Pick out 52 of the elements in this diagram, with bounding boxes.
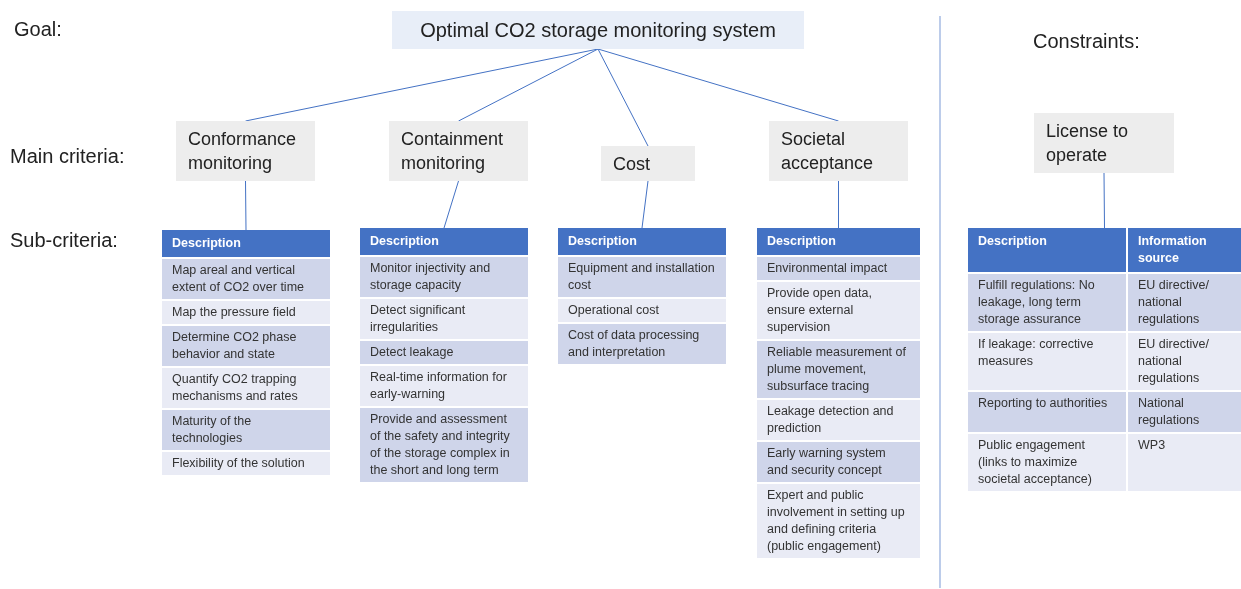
table-cell: Detect leakage <box>360 341 528 364</box>
table-cell: Public engagement (links to maximize societal acceptance) <box>968 434 1126 491</box>
header-cell: Description <box>757 228 920 255</box>
row-label: Constraints: <box>1033 30 1140 53</box>
table-cell: Maturity of the technologies <box>162 410 330 450</box>
table-cell: National regulations <box>1128 392 1241 432</box>
header-cell: Description <box>360 228 528 255</box>
connector-line <box>641 180 649 229</box>
header-cell: Information source <box>1128 228 1241 272</box>
table-cell: Early warning system and security concept <box>757 442 920 482</box>
criterion-box: Cost <box>601 146 695 181</box>
table-cell: Detect significant irregularities <box>360 299 528 339</box>
table-cell: Provide open data, ensure external supervision <box>757 282 920 339</box>
connector-line <box>597 48 649 147</box>
table-cell: Provide and assessment of the safety and integrity of the storage complex in the short and long term <box>360 408 528 482</box>
criterion-box: Containment monitoring <box>389 121 528 181</box>
row-label: Sub-criteria: <box>10 229 118 252</box>
table-cell: Cost of data processing and interpretation <box>558 324 726 364</box>
table-cell: EU directive/ national regulations <box>1128 274 1241 331</box>
table-cell: Determine CO2 phase behavior and state <box>162 326 330 366</box>
table-cell: If leakage: corrective measures <box>968 333 1126 390</box>
connector-line <box>443 180 459 229</box>
table-cell: Map areal and vertical extent of CO2 over time <box>162 259 330 299</box>
connector-line <box>245 180 247 231</box>
table-cell: WP3 <box>1128 434 1241 491</box>
connector-line <box>838 180 839 229</box>
table-cell: Map the pressure field <box>162 301 330 324</box>
connector-line <box>458 48 599 122</box>
table-cell: Flexibility of the solution <box>162 452 330 475</box>
table-cell: Reporting to authorities <box>968 392 1126 432</box>
goal-box: Optimal CO2 storage monitoring system <box>392 11 804 49</box>
connector-line <box>1103 172 1105 229</box>
table-cell: Real-time information for early-warning <box>360 366 528 406</box>
table-cell: Environmental impact <box>757 257 920 280</box>
table-cell: EU directive/ national regulations <box>1128 333 1241 390</box>
criterion-box: Societal acceptance <box>769 121 908 181</box>
table-cell: Fulfill regulations: No leakage, long term storage assurance <box>968 274 1126 331</box>
table-cell: Reliable measurement of plume movement, subsurface tracing <box>757 341 920 398</box>
row-label: Main criteria: <box>10 145 125 168</box>
row-label: Goal: <box>14 18 62 41</box>
table-cell: Operational cost <box>558 299 726 322</box>
table-cell: Monitor injectivity and storage capacity <box>360 257 528 297</box>
header-cell: Description <box>558 228 726 255</box>
connector-line <box>597 48 839 122</box>
table-cell: Equipment and installation cost <box>558 257 726 297</box>
header-cell: Description <box>162 230 330 257</box>
table-cell: Leakage detection and prediction <box>757 400 920 440</box>
criterion-box: Conformance monitoring <box>176 121 315 181</box>
table-cell: Expert and public involvement in setting up and defining criteria (public engagement) <box>757 484 920 558</box>
header-cell: Description <box>968 228 1126 272</box>
table-cell: Quantify CO2 trapping mechanisms and rates <box>162 368 330 408</box>
constraint-box: License to operate <box>1034 113 1174 173</box>
